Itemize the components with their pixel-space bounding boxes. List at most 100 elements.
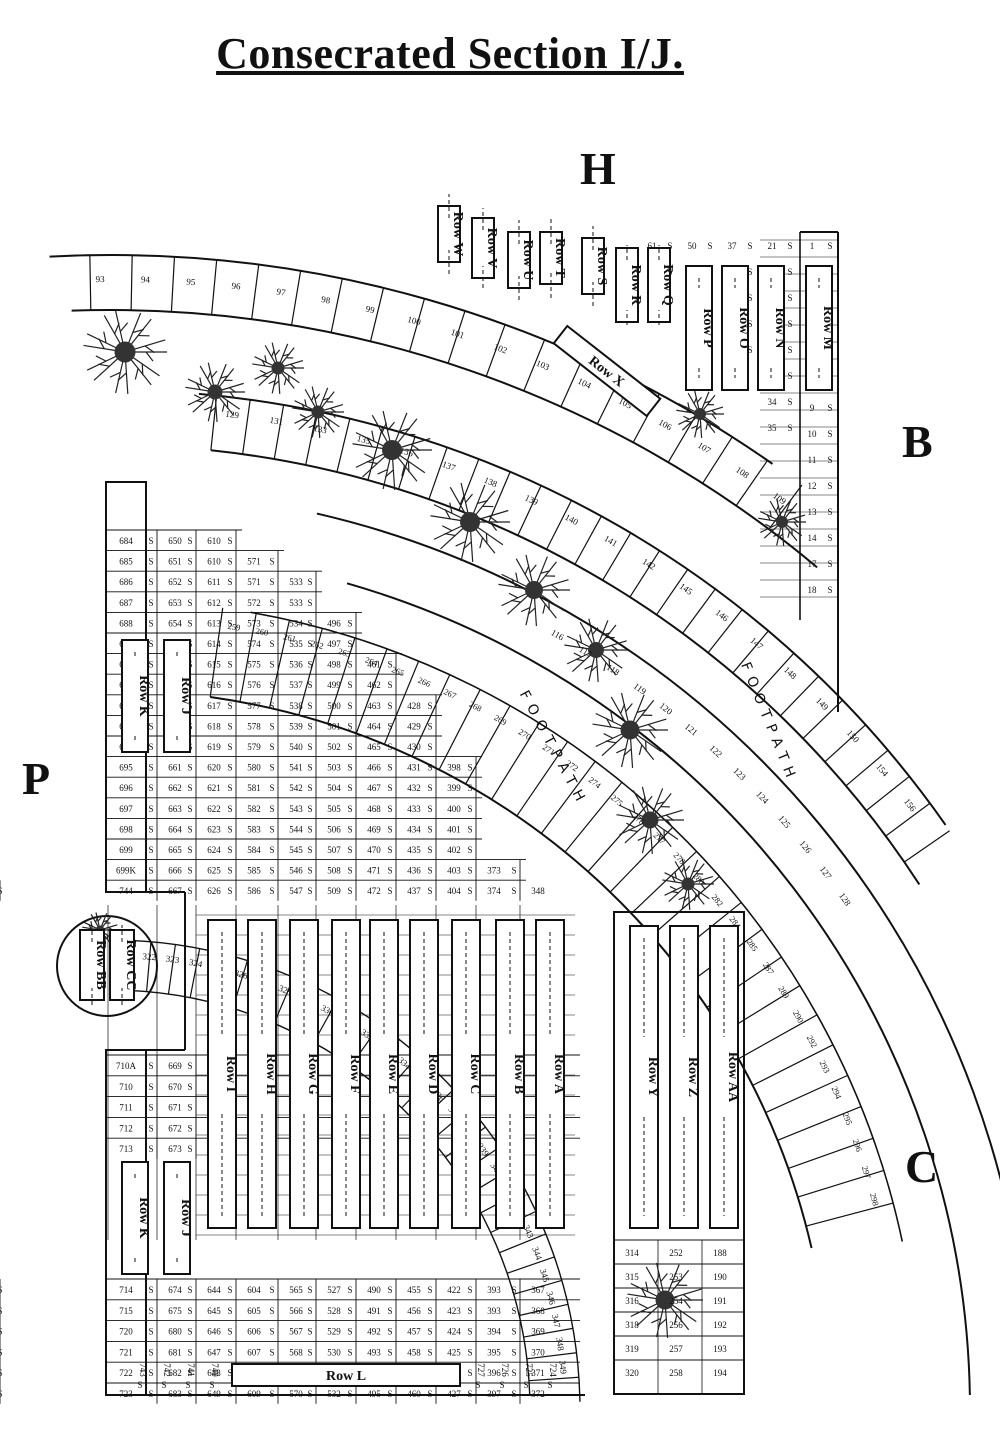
plot-number: 323 xyxy=(165,953,180,965)
grave-number: 541 xyxy=(289,763,303,773)
plot-divider xyxy=(805,1202,894,1227)
row-label: Row K xyxy=(136,675,151,717)
plot-number: 344 xyxy=(530,1245,544,1262)
row-label: Row K xyxy=(136,1197,151,1239)
section-label-c: C xyxy=(905,1141,939,1192)
grave-number: 530 xyxy=(327,1347,341,1357)
plot-number: 277 xyxy=(651,830,667,846)
plot-number: 148 xyxy=(782,665,799,682)
plot-divider xyxy=(506,1256,555,1274)
grave-status: S xyxy=(148,618,153,628)
grave-number: 404 xyxy=(447,886,461,896)
plot-divider xyxy=(239,613,257,702)
grave-number: 506 xyxy=(327,824,341,834)
grave-number: 697 xyxy=(119,804,133,814)
grave-status: S xyxy=(427,1306,432,1316)
plot-divider xyxy=(499,1233,547,1254)
grave-status: S xyxy=(511,886,516,896)
grave-status: S xyxy=(347,804,352,814)
grave-number: 665 xyxy=(168,845,182,855)
grave-status: S xyxy=(227,660,232,670)
grave-status: S xyxy=(148,1327,153,1337)
plot-divider xyxy=(765,1074,848,1114)
grave-status: S xyxy=(269,557,274,567)
grave-status: S xyxy=(227,639,232,649)
row-label: Row I xyxy=(223,1056,238,1092)
grave-number: 583 xyxy=(247,824,261,834)
grave-status: S xyxy=(137,1380,142,1390)
tree-branch xyxy=(550,584,560,592)
grave-number: 741 xyxy=(186,1363,196,1377)
tree-icon xyxy=(430,482,510,562)
grave-status: S xyxy=(148,1144,153,1154)
plot-divider xyxy=(885,802,931,837)
grave-status: S xyxy=(387,660,392,670)
grave-status: S xyxy=(787,371,792,381)
tree-branch xyxy=(584,665,593,670)
grave-status: S xyxy=(347,886,352,896)
grave-number: 617 xyxy=(207,701,221,711)
grave-number: 543 xyxy=(289,804,303,814)
grave-status: S xyxy=(475,1380,480,1390)
grave-number: 711 xyxy=(119,1103,132,1113)
grave-status: S xyxy=(387,742,392,752)
grave-status: S xyxy=(827,559,832,569)
grave-status: S xyxy=(787,293,792,303)
grave-status: S xyxy=(269,598,274,608)
plot-number: 266 xyxy=(416,675,432,689)
grave-number: 740 xyxy=(210,1363,220,1377)
plot-number: 145 xyxy=(678,581,695,597)
tree-icon xyxy=(292,386,344,438)
grave-number: 188 xyxy=(713,1248,727,1258)
grave-status: S xyxy=(511,1347,516,1357)
grave-number: 539 xyxy=(289,721,303,731)
grave-number: 666 xyxy=(168,866,182,876)
plot-divider xyxy=(273,404,285,460)
tree-branch xyxy=(603,662,607,672)
section-label-h: H xyxy=(580,143,616,194)
grave-number: 710 xyxy=(119,1082,133,1092)
grave-number: 120 xyxy=(658,700,675,717)
grave-status: S xyxy=(827,403,832,413)
grave-status: S xyxy=(427,763,432,773)
row-band-row-o: Row O xyxy=(721,265,751,391)
grave-number: 37 xyxy=(728,241,738,251)
plot-divider xyxy=(629,550,661,598)
grave-number: 468 xyxy=(367,804,381,814)
grave-number: 662 xyxy=(168,783,182,793)
tree-branch xyxy=(377,468,388,475)
grave-status: S xyxy=(148,721,153,731)
grave-number: 395 xyxy=(487,1347,501,1357)
grave-number: 742 xyxy=(162,1363,172,1377)
grave-number: 367 xyxy=(531,1285,545,1295)
grave-status: S xyxy=(547,1380,552,1390)
grave-number: 493 xyxy=(367,1347,381,1357)
plot-number: 137 xyxy=(441,459,458,473)
grave-status: S xyxy=(269,660,274,670)
grave-status: S xyxy=(667,241,672,251)
plot-number: 138 xyxy=(482,475,499,490)
grave-status: S xyxy=(467,824,472,834)
tree-branch xyxy=(625,703,633,712)
grave-status: S xyxy=(148,536,153,546)
tree-trunk xyxy=(694,408,706,420)
grave-number: 34 xyxy=(768,397,778,407)
grave-number: 370 xyxy=(531,1347,545,1357)
grave-number: 430 xyxy=(407,742,421,752)
row-label: Row V xyxy=(484,228,499,269)
grave-status: S xyxy=(387,783,392,793)
grave-status: S xyxy=(427,783,432,793)
grave-status: S xyxy=(427,742,432,752)
plot-number: 270 xyxy=(517,727,533,742)
grave-number: 504 xyxy=(327,783,341,793)
tree-branch xyxy=(144,345,155,354)
grave-number: 127 xyxy=(818,864,834,881)
grave-number: 687 xyxy=(119,598,133,608)
row-band xyxy=(507,231,531,289)
grave-number: 119 xyxy=(632,681,649,697)
plot-number: 345 xyxy=(538,1268,552,1284)
grave-number: 699 xyxy=(119,845,133,855)
grave-status: S xyxy=(427,1285,432,1295)
grave-status: S xyxy=(467,1389,472,1399)
